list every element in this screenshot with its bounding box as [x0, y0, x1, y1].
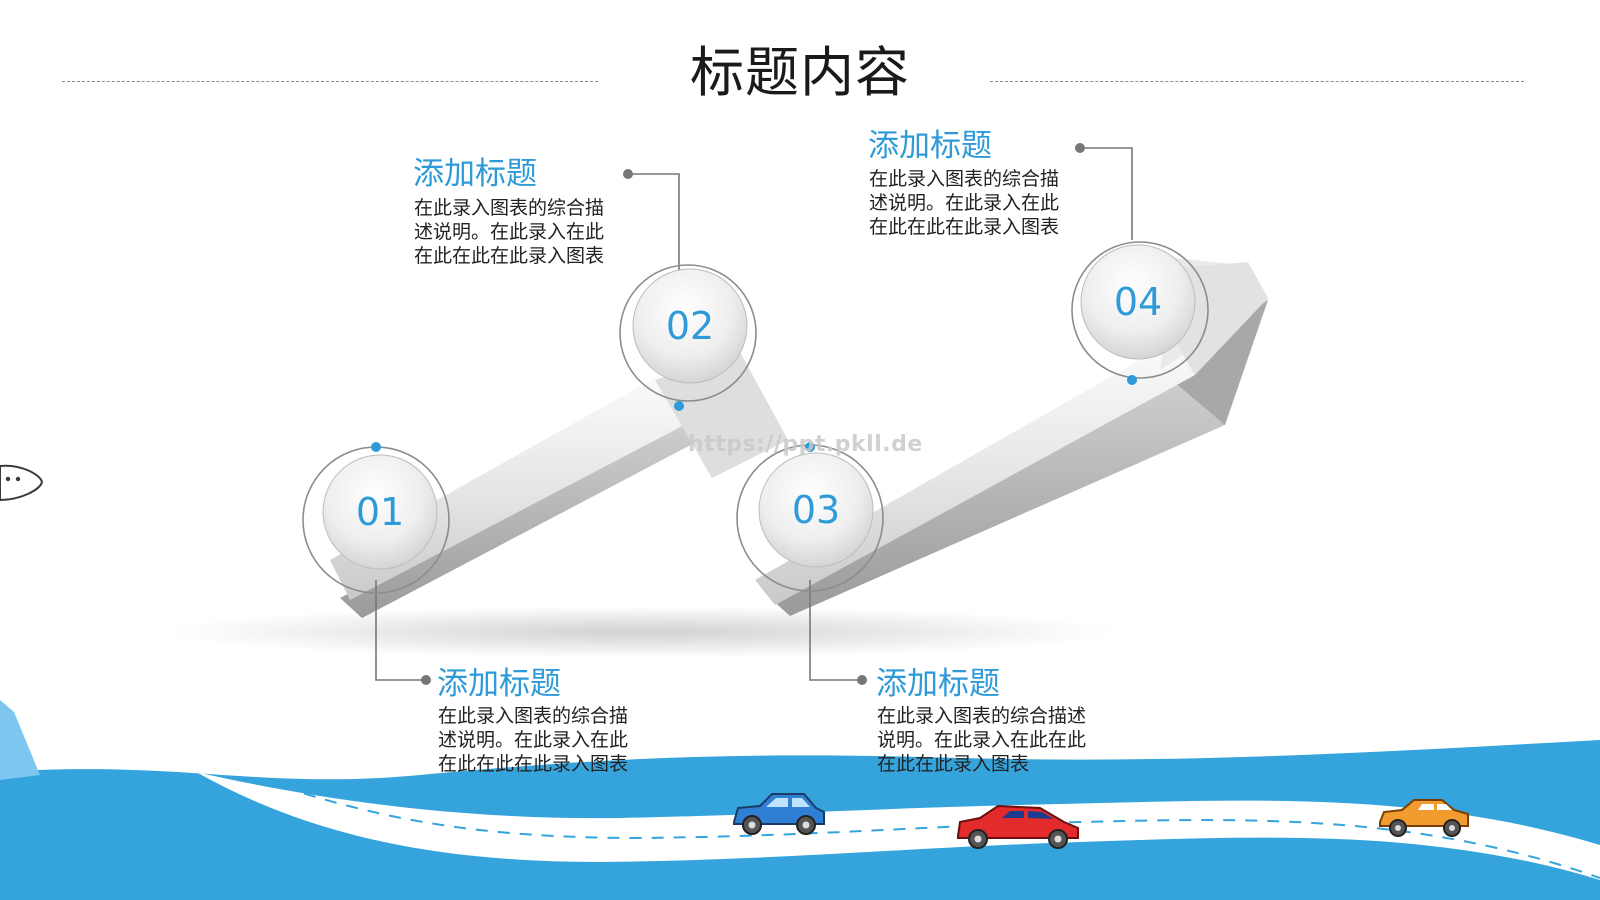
step-heading-03: 添加标题: [876, 666, 1000, 702]
step-number-04: 04: [1113, 280, 1163, 324]
step-number-02: 02: [665, 304, 715, 348]
step-heading-04: 添加标题: [868, 128, 992, 164]
step-heading-01: 添加标题: [437, 666, 561, 702]
title-rule-right: [990, 81, 1524, 82]
ring-accent-dots: [371, 375, 1137, 452]
connector-dots: [421, 143, 1085, 685]
step-description-03: 在此录入图表的综合描述 说明。在此录入在此在此 在此在此录入图表: [877, 705, 1087, 775]
step-description-02: 在此录入图表的综合描 述说明。在此录入在此 在此在此在此录入图表: [414, 197, 605, 267]
number-discs: [322, 244, 1196, 570]
arrow-shadow: [160, 606, 1120, 658]
step-number-01: 01: [355, 490, 405, 534]
title-rule-left: [62, 81, 598, 82]
watermark: https://ppt.pkll.de: [688, 432, 923, 457]
step-description-01: 在此录入图表的综合描 述说明。在此录入在此 在此在此在此录入图表: [438, 705, 629, 775]
step-heading-02: 添加标题: [413, 156, 537, 192]
orange-car: [1379, 799, 1469, 837]
blue-car: [733, 793, 825, 835]
step-description-04: 在此录入图表的综合描 述说明。在此录入在此 在此在此在此录入图表: [869, 168, 1060, 238]
left-hill: [0, 700, 40, 780]
airplane-nose: [0, 464, 44, 502]
red-car: [957, 804, 1079, 849]
step-number-03: 03: [791, 488, 841, 532]
page-title: 标题内容: [690, 41, 910, 104]
connector-lines: [375, 147, 1133, 681]
white-road: [196, 772, 1600, 880]
road-dashes: [261, 779, 1600, 879]
